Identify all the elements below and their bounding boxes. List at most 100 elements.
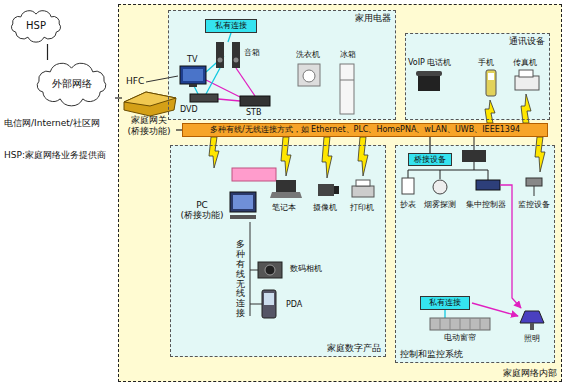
- monitor-camera-icon: [526, 178, 542, 196]
- printer-icon: [356, 180, 370, 186]
- pda-icon: [262, 290, 276, 318]
- curtain-icon: [430, 318, 490, 330]
- device-label: 照明: [524, 334, 540, 344]
- private-link-box: 私有连接: [420, 296, 470, 310]
- device-label: 手机: [478, 58, 494, 68]
- region-ground: [118, 4, 562, 382]
- voip-phone-icon: [416, 71, 442, 76]
- node-text: 私有连接: [215, 21, 247, 31]
- monitor-camera-icon: [526, 178, 542, 186]
- speaker-icon: [218, 58, 223, 63]
- node-text: 私有连接: [429, 298, 461, 308]
- wireless-bolt: [209, 137, 219, 168]
- printer-icon: [352, 180, 374, 197]
- fridge-icon: [340, 64, 354, 114]
- device-label: 监控设备: [518, 200, 550, 210]
- device-label: 笔记本: [272, 203, 296, 213]
- fax-icon: [519, 70, 533, 77]
- fridge-icon: [340, 64, 354, 114]
- printer-icon: [352, 186, 374, 197]
- group-ground: [170, 145, 386, 357]
- mobile-icon: [486, 70, 496, 96]
- pda-icon: [262, 290, 276, 318]
- mobile-icon: [488, 73, 494, 80]
- device-label: DVD: [180, 105, 198, 115]
- group-title: 控制和监控系统: [400, 349, 463, 360]
- device-label: 传真机: [513, 58, 537, 68]
- washer-icon: [298, 64, 320, 86]
- group-ground: [168, 10, 555, 363]
- device-label: 电动窗帘: [444, 333, 476, 343]
- home-gateway: 家庭网关(桥接功能): [122, 88, 176, 142]
- device-label: PC (桥接功能): [176, 200, 228, 221]
- cloud-outline: [37, 63, 106, 106]
- device-group: 控制和监控系统桥接设备私有连接: [395, 145, 555, 363]
- group-ground: [395, 145, 555, 363]
- device-group: 通讯设备: [405, 33, 550, 120]
- device-label: PDA: [286, 300, 302, 310]
- hfc-wire: [146, 76, 178, 82]
- group-title: 家庭数字产品: [327, 343, 381, 354]
- device-group: 家庭数字产品: [170, 145, 386, 357]
- wireless-bolt: [521, 94, 531, 123]
- camera-icon: [265, 265, 275, 275]
- laptop-icon: [270, 180, 302, 198]
- bridge-icon: [474, 137, 475, 150]
- controller-icon: [476, 180, 500, 190]
- control-link: [444, 310, 445, 318]
- provider-note: HSP:家庭网络业务提供商: [4, 150, 106, 161]
- laptop-icon: [276, 180, 296, 192]
- device-label: 烟雾探测: [424, 200, 456, 210]
- smoke-detector-icon: [433, 180, 447, 194]
- connector: [47, 44, 48, 60]
- laptop-icon: [270, 192, 302, 198]
- vertical-note: 多种有线无线连接: [236, 240, 245, 319]
- camcorder-icon: [318, 184, 339, 196]
- node-text: 外部网络: [52, 78, 92, 90]
- pc-icon: [230, 192, 256, 212]
- wireless-bolt: [281, 137, 291, 176]
- pink-box: [232, 168, 276, 181]
- appliance-links: [218, 99, 240, 101]
- speaker-icon: [234, 58, 239, 63]
- voip-phone-icon: [416, 71, 442, 91]
- speaker-icon: [232, 42, 240, 68]
- pc-icon: [233, 195, 253, 209]
- network-note: 电信网/Internet/社区网: [4, 118, 100, 129]
- bridge-icon: [462, 150, 486, 162]
- device-label: 冰箱: [340, 50, 356, 60]
- device-label: 抄表: [400, 200, 416, 210]
- node-text: HSP: [26, 20, 46, 32]
- cloud-outline: [11, 11, 60, 42]
- controller-icon: [476, 180, 500, 190]
- speaker-icon: [216, 42, 224, 68]
- fax-icon: [515, 70, 539, 90]
- tv-icon: [183, 69, 203, 81]
- monitor-camera-icon: [534, 186, 535, 196]
- home-network-region: 家庭网络内部家用电器私有连接通讯设备家庭网关(桥接功能)多种有线/无线连接方式，…: [118, 4, 562, 382]
- camcorder-icon: [318, 184, 334, 196]
- speaker-icon: [216, 42, 240, 68]
- washer-icon: [303, 70, 315, 82]
- pink-box: [232, 168, 276, 181]
- device-label: 数码相机: [290, 264, 322, 274]
- curtain-icon: [430, 318, 490, 330]
- wireless-bolt: [358, 137, 368, 176]
- washer-icon: [298, 64, 320, 86]
- curtain-icon: [440, 318, 480, 330]
- control-link: [472, 303, 518, 316]
- tv-icon: [189, 84, 197, 87]
- bridge-icon: [408, 137, 488, 180]
- hfc-wire: [146, 76, 178, 82]
- meter-icon: [402, 178, 414, 194]
- camera-icon: [258, 262, 282, 278]
- device-label: 洗衣机: [296, 50, 320, 60]
- tv-icon: [180, 66, 206, 84]
- mobile-icon: [486, 70, 496, 96]
- node-text: 家庭网关: [131, 115, 167, 126]
- device-label: VoIP 电话机: [408, 58, 451, 68]
- wireless-bolt: [535, 137, 545, 172]
